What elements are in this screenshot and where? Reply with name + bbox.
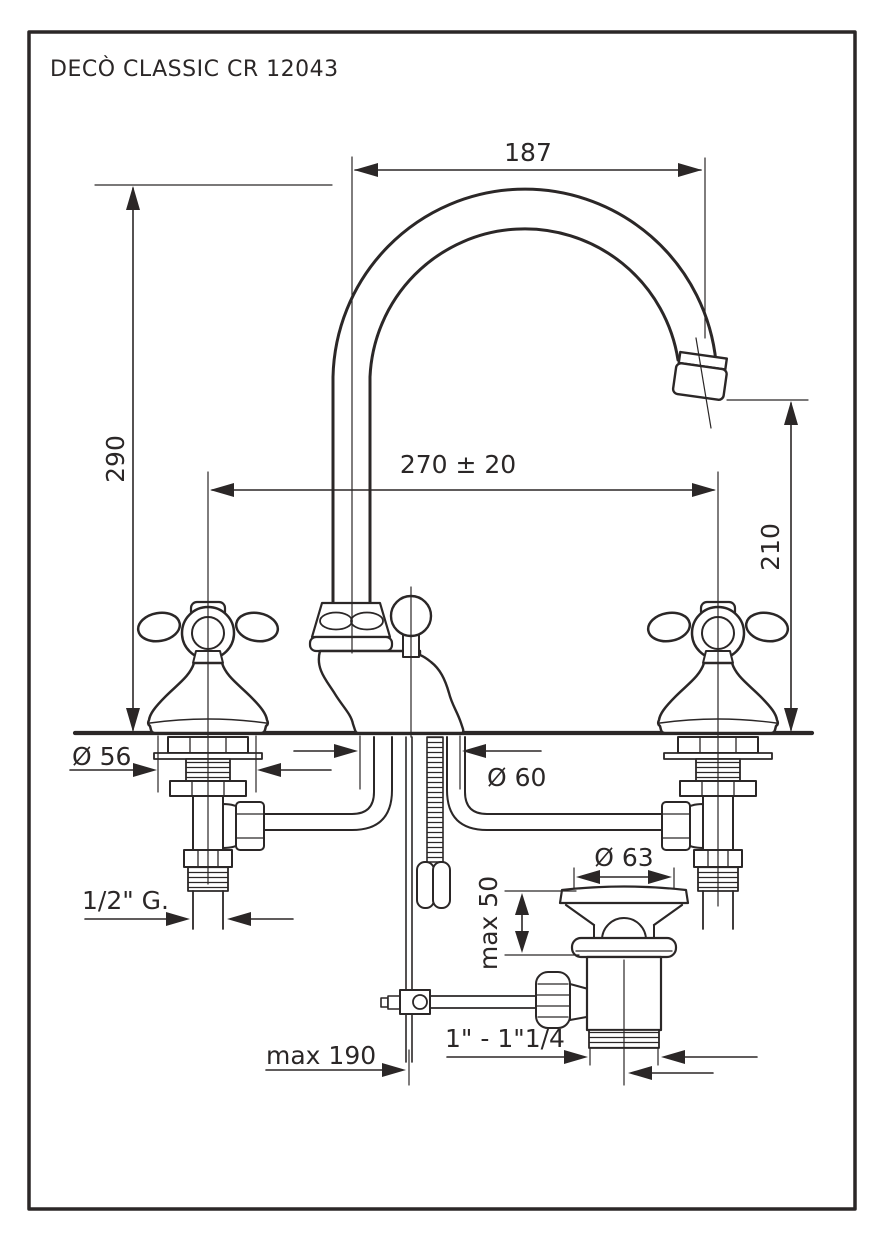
- dim-spout-reach: 187: [354, 138, 706, 339]
- arrowhead: [515, 893, 529, 915]
- arrowhead: [515, 931, 529, 953]
- dim-drain-flange-diameter-label: Ø 63: [594, 843, 653, 872]
- arrowhead: [784, 708, 798, 732]
- drawing-title: DECÒ CLASSIC CR 12043: [50, 56, 339, 82]
- extension-lines: [573, 867, 675, 889]
- dim-inlet-thread: 1/2" G.: [82, 886, 294, 926]
- arrowhead: [382, 1063, 406, 1077]
- dim-inlet-spacing-label: 270 ± 20: [400, 450, 516, 479]
- extension-lines: [157, 735, 257, 793]
- dim-spout-base-diameter-label: Ø 60: [487, 763, 546, 792]
- dim-total-height-label: 290: [101, 435, 130, 483]
- extension-lines: [504, 890, 580, 956]
- locknut-facets: [189, 736, 227, 754]
- rod-clamp-right-lobe: [432, 861, 451, 909]
- left-supply-pipe-inner: [263, 736, 375, 815]
- extension-lines: [589, 1047, 659, 1066]
- rod-end-sleeve: [387, 995, 401, 1010]
- right-supply-pipe-outer: [446, 736, 663, 831]
- nozzle-aerator: [671, 362, 728, 401]
- centerlines: [207, 156, 719, 1086]
- drawing-frame: [27, 30, 857, 1211]
- extension-lines: [359, 735, 461, 790]
- dim-popup-rod-max-depth: max 190: [265, 1041, 406, 1077]
- popup-rod-assembly: [380, 736, 593, 1086]
- arrowhead: [227, 912, 251, 926]
- dim-total-height: 290: [94, 184, 333, 732]
- ball-rod-nut-ribs: [536, 983, 570, 1018]
- drain-rim: [570, 936, 678, 959]
- drain-plug-dome: [601, 917, 647, 941]
- tail-nut-facets: [197, 849, 219, 868]
- arrowhead: [692, 483, 716, 497]
- rod-end-cap: [380, 997, 389, 1008]
- arrowhead: [126, 708, 140, 732]
- dim-max-deck-thickness: max 50: [474, 876, 580, 970]
- horizontal-rod: [429, 995, 538, 1009]
- ball-rod-nut: [535, 971, 571, 1029]
- handle-wing-right: [234, 611, 280, 643]
- rod-clamp-left-lobe: [416, 861, 435, 909]
- handle-wing-left: [136, 611, 182, 643]
- dim-inlet-spacing: 270 ± 20: [210, 450, 716, 497]
- drain-flange-top: [558, 885, 690, 905]
- threaded-rod: [426, 736, 444, 863]
- dim-spout-reach-label: 187: [504, 138, 552, 167]
- spout-nozzle: [671, 350, 729, 401]
- arrowhead: [648, 870, 672, 884]
- dim-spout-outlet-height: 210: [726, 399, 809, 732]
- dim-popup-rod-max-depth-label: max 190: [266, 1041, 376, 1070]
- spout-inner-arc: [368, 227, 680, 605]
- arrowhead: [210, 483, 234, 497]
- union-nut: [235, 801, 265, 851]
- nozzle-axis-line: [695, 337, 712, 429]
- arrowhead: [661, 1050, 685, 1064]
- dim-drain-flange-diameter: Ø 63: [573, 843, 675, 889]
- rod-tee-block: [399, 989, 431, 1015]
- right-supply-pipe-inner: [464, 736, 663, 815]
- dim-drain-thread: 1" - 1"1/4: [445, 1024, 758, 1080]
- dim-drain-thread-label: 1" - 1"1/4: [445, 1024, 565, 1053]
- arrowhead: [628, 1066, 652, 1080]
- spout-outer-arc: [331, 187, 718, 605]
- arrowhead: [678, 163, 702, 177]
- dim-max-deck-thickness-label: max 50: [474, 876, 503, 970]
- rod-tee-pivot: [412, 994, 428, 1010]
- dim-handle-base-diameter: Ø 56: [69, 735, 332, 793]
- arrowhead: [564, 1050, 588, 1064]
- left-valve-under-deck: [153, 736, 265, 930]
- arrowhead: [166, 912, 190, 926]
- dim-inlet-thread-label: 1/2" G.: [82, 886, 169, 915]
- dim-handle-base-diameter-label: Ø 56: [72, 742, 131, 771]
- left-supply-pipe-outer: [263, 736, 393, 831]
- spout-body: [317, 649, 465, 735]
- lower-nut-facets: [191, 780, 225, 797]
- arrowhead: [133, 763, 157, 777]
- arrowhead: [576, 870, 600, 884]
- spout-assembly: [308, 187, 729, 735]
- drain-flange-cone: [564, 903, 684, 927]
- collar-base-ring: [308, 635, 394, 653]
- arrowhead: [462, 744, 486, 758]
- arrowhead: [126, 186, 140, 210]
- arrowhead: [784, 401, 798, 425]
- arrowhead: [334, 744, 358, 758]
- arrowhead: [257, 763, 281, 777]
- supply-pipes: [263, 736, 663, 831]
- tail-tube: [192, 890, 224, 930]
- dim-spout-outlet-height-label: 210: [756, 523, 785, 571]
- union-nut-facets: [235, 813, 265, 839]
- collar-ring-right: [350, 611, 384, 631]
- arrowhead: [354, 163, 378, 177]
- dim-spout-base-diameter: Ø 60: [293, 735, 546, 792]
